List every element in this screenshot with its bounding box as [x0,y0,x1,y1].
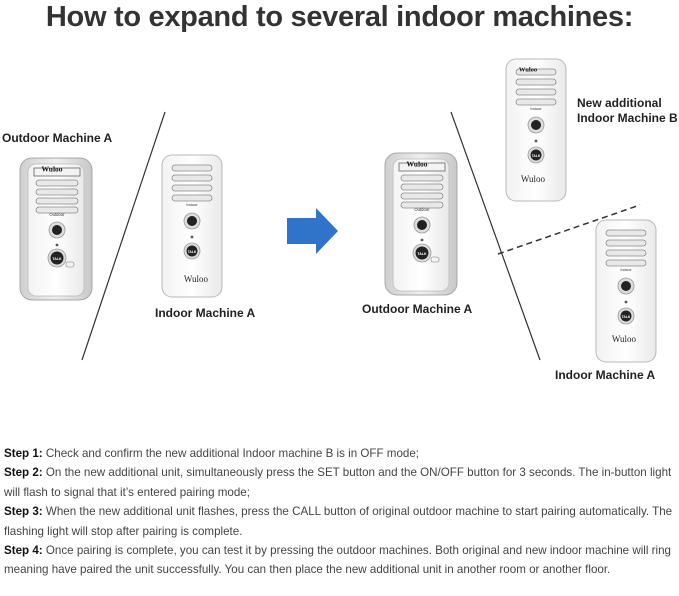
step-text: When the new additional unit flashes, pr… [4,505,673,538]
step-text: Check and confirm the new additional Ind… [45,447,420,460]
outdoor-machine-a-left: Wuloo Outdoor [19,157,93,301]
label-indoor-machine-a-left: Indoor Machine A [155,306,256,320]
illustration: TALK TALK Wuloo Outdoor [19,58,657,363]
step-1: Step 1: Check and confirm the new additi… [4,444,676,463]
steps-list: Step 1: Check and confirm the new additi… [4,444,676,580]
outdoor-machine-a-right: Wuloo Outdoor [384,152,458,296]
brand-text: Wuloo [41,165,62,174]
label-outdoor-machine-a-left: Outdoor Machine A [2,131,113,145]
divider-line [81,111,166,361]
brand-text: Wuloo [521,174,546,184]
label-new-indoor-machine-b: New additional Indoor Machine B [577,96,678,125]
indoor-text: Indoor [530,106,542,111]
step-label: Step 3: [4,505,43,519]
step-label: Step 2: [4,466,43,480]
indoor-text: Indoor [186,202,198,207]
arrow-right-icon [287,208,338,254]
step-4: Step 4: Once pairing is complete, you ca… [4,541,676,580]
step-3: Step 3: When the new additional unit fla… [4,502,676,541]
step-label: Step 1: [4,447,43,460]
brand-text: Wuloo [612,334,637,344]
step-text: Once pairing is complete, you can test i… [4,544,672,577]
brand-text: Wuloo [406,160,427,169]
divider-line [450,111,541,361]
brand-text: Wuloo [184,274,209,284]
indoor-machine-a-left: Wuloo Indoor [161,154,223,298]
label-outdoor-machine-a-right: Outdoor Machine A [362,302,473,316]
step-2: Step 2: On the new additional unit, simu… [4,463,676,502]
step-text: On the new additional unit, simultaneous… [4,466,672,499]
indoor-text: Indoor [620,267,632,272]
dashed-divider-line [497,204,641,255]
page-title: How to expand to several indoor machines… [45,1,634,33]
label-indoor-machine-a-right: Indoor Machine A [555,368,656,382]
indoor-machine-a-right: Wuloo Indoor [595,219,657,363]
outdoor-text: Outdoor [49,212,65,217]
brand-text: Wuloo [519,67,537,74]
outdoor-text: Outdoor [414,207,430,212]
indoor-machine-b: Wuloo Wuloo Indoor [505,58,567,202]
step-label: Step 4: [4,544,43,558]
